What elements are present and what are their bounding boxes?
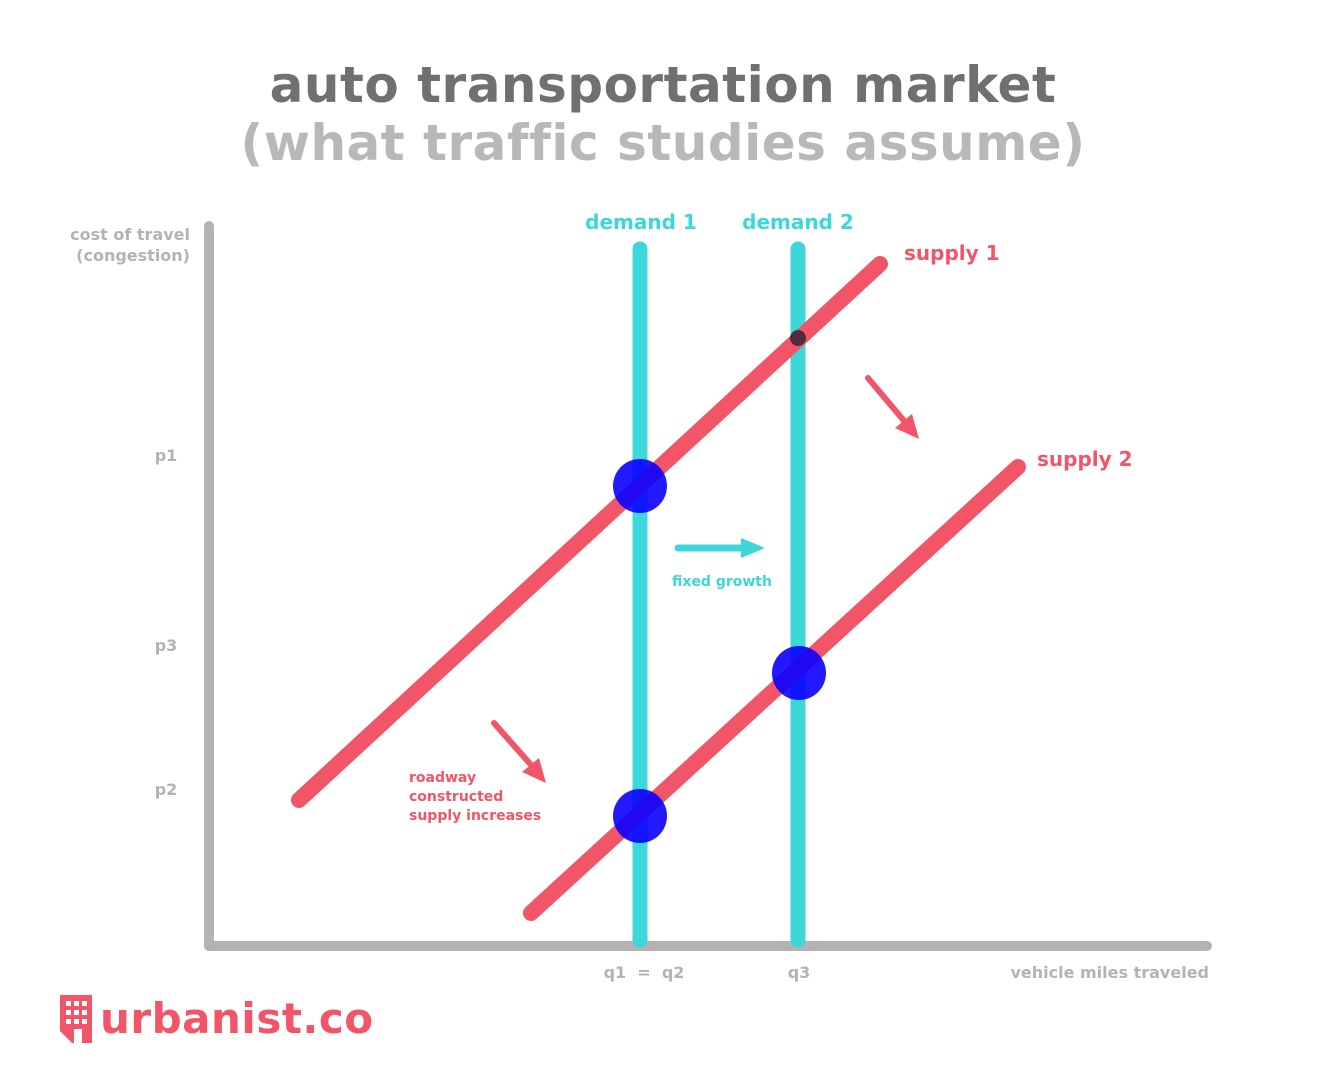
brand-logo-text: urbanist.co xyxy=(100,994,374,1043)
y-axis-label-line-2: (congestion) xyxy=(76,246,190,265)
supply-shift-arrow-icon xyxy=(865,375,919,439)
demand-2-label: demand 2 xyxy=(742,210,854,234)
x-axis-label: vehicle miles traveled xyxy=(1010,963,1209,982)
equilibrium-point-3 xyxy=(613,789,667,843)
overlap-mark xyxy=(790,330,806,346)
y-tick-p1: p1 xyxy=(155,446,178,465)
supply-1-label: supply 1 xyxy=(904,241,1000,265)
x-tick-q3: q3 xyxy=(788,963,811,982)
construction-note-line-2: constructed xyxy=(409,789,503,805)
building-icon xyxy=(60,995,92,1043)
supply-2-label: supply 2 xyxy=(1037,447,1133,471)
brand-logo: urbanist.co xyxy=(58,992,374,1046)
equilibrium-point-2 xyxy=(772,646,826,700)
supply-2-line xyxy=(523,459,1026,921)
page-subtitle: (what traffic studies assume) xyxy=(240,114,1086,172)
y-axis-label-line-1: cost of travel xyxy=(70,225,190,244)
y-tick-p3: p3 xyxy=(155,636,178,655)
supply-1-line xyxy=(291,256,888,808)
construction-note-line-1: roadway xyxy=(409,770,476,786)
demand-1-label: demand 1 xyxy=(585,210,697,234)
fixed-growth-label: fixed growth xyxy=(672,574,772,590)
equilibrium-point-1 xyxy=(613,459,667,513)
construction-arrow-icon xyxy=(491,720,546,783)
construction-note-line-3: supply increases xyxy=(409,808,541,824)
growth-arrow-icon xyxy=(674,538,765,558)
page-title: auto transportation market xyxy=(269,56,1057,114)
y-tick-p2: p2 xyxy=(155,780,178,799)
x-tick-q1-q2: q1 = q2 xyxy=(604,963,685,982)
